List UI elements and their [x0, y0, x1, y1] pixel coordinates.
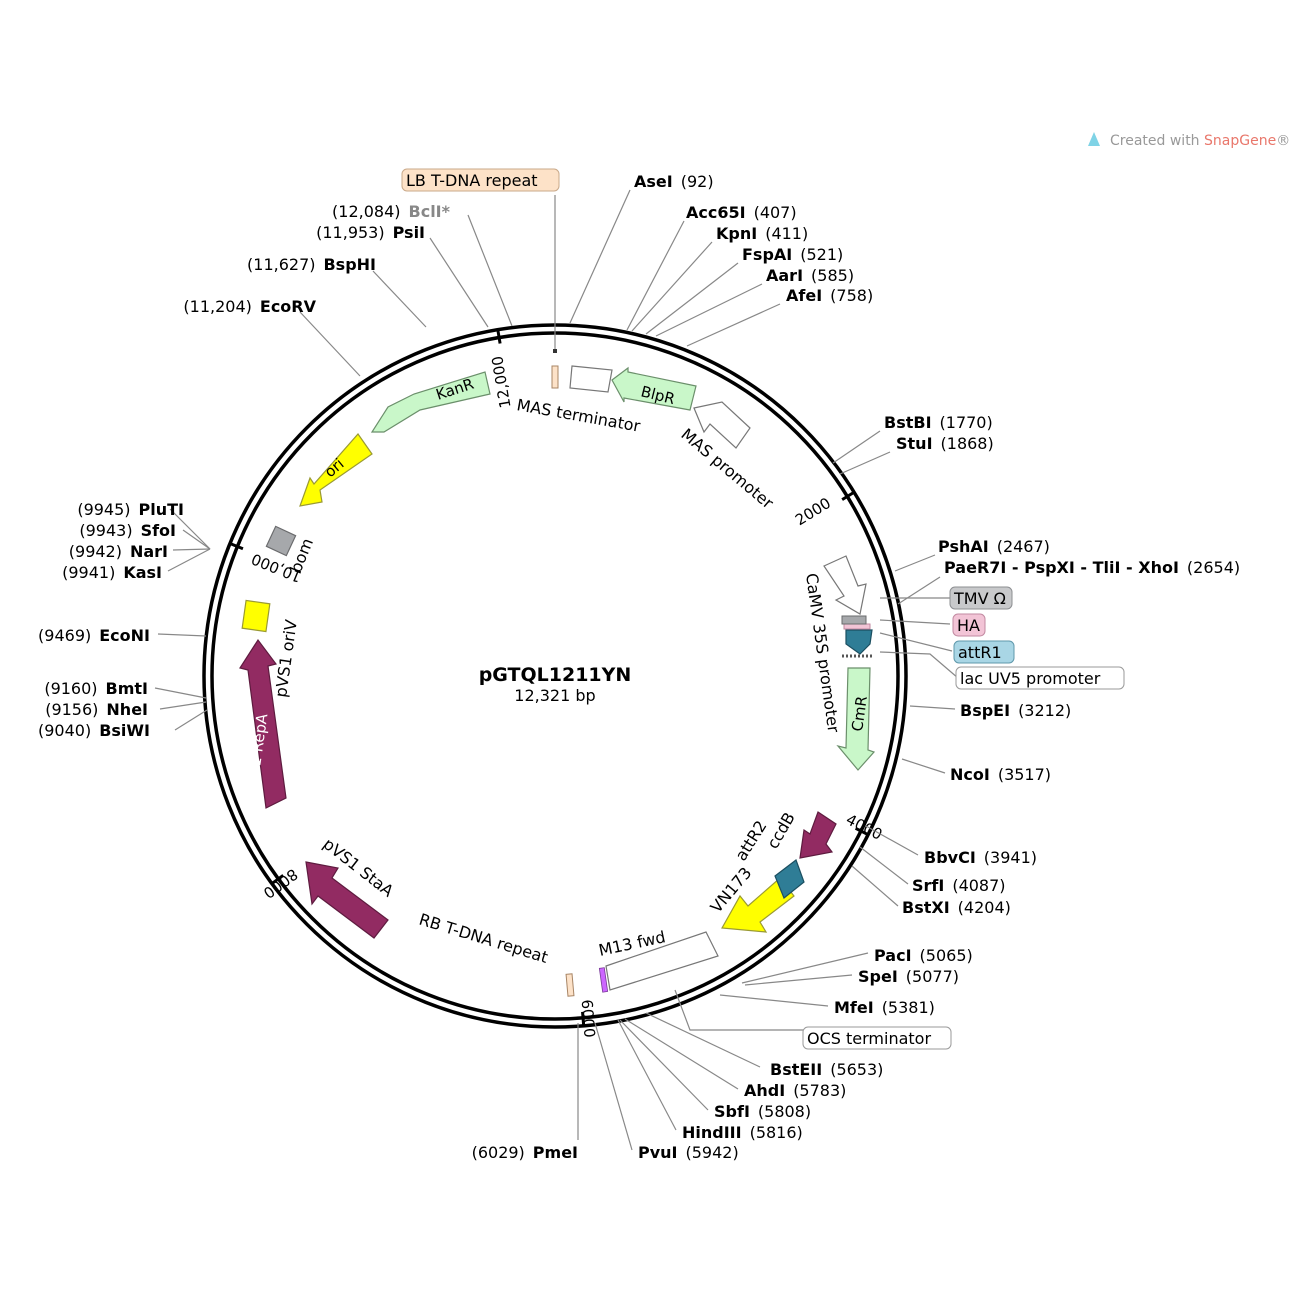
feature-cmr [836, 667, 876, 771]
site-hindiii: HindIII(5816) [682, 1123, 803, 1142]
features [239, 349, 876, 997]
snapgene-logo-icon [1088, 132, 1100, 146]
site-asei: AseI(92) [634, 172, 714, 191]
feature-mas-terminator [569, 365, 613, 393]
feature-pvs1-staa [305, 861, 389, 939]
label-cmr: CmR [848, 695, 871, 733]
site-psii: (11,953)PsiI [316, 223, 425, 242]
label-camv-35s: CaMV 35S promoter [802, 572, 843, 734]
site-bmti: (9160)BmtI [44, 679, 148, 698]
site-ahdi: AhdI(5783) [744, 1081, 846, 1100]
site-bcli: (12,084)BclI* [332, 202, 451, 221]
site-bbvci: BbvCI(3941) [924, 848, 1037, 867]
label-rb-tdna-repeat: RB T-DNA repeat [417, 910, 550, 967]
feature-mas-promoter [693, 401, 751, 449]
restriction-sites: AseI(92) Acc65I(407) KpnI(411) FspAI(521… [38, 172, 1240, 1162]
plasmid-size: 12,321 bp [514, 686, 595, 705]
tick-mark [271, 874, 285, 885]
feature-ori [299, 433, 373, 507]
site-bsphi: (11,627)BspHI [247, 255, 376, 274]
site-bsteii: BstEII(5653) [770, 1060, 883, 1079]
site-srfi: SrfI(4087) [912, 876, 1006, 895]
site-aari: AarI(585) [766, 266, 854, 285]
tmv-box: TMV Ω [949, 586, 1013, 610]
site-afei: AfeI(758) [786, 286, 873, 305]
feature-camv-35s [823, 555, 867, 615]
feature-bom [265, 525, 297, 557]
site-acc65i: Acc65I(407) [686, 203, 797, 222]
site-paci: PacI(5065) [874, 946, 973, 965]
site-sfoi: (9943)SfoI [79, 521, 176, 540]
feature-attr1 [845, 629, 873, 655]
svg-text:OCS terminator: OCS terminator [807, 1029, 931, 1048]
site-pvui: PvuI(5942) [638, 1143, 739, 1162]
site-pmei: (6029)PmeI [472, 1143, 578, 1162]
plasmid-name: pGTQL1211YN [479, 664, 632, 686]
site-kasi: (9941)KasI [62, 563, 162, 582]
leader-lines [154, 189, 959, 1151]
feature-ccdb [799, 811, 837, 859]
ocs-terminator-box: OCS terminator [802, 1026, 952, 1050]
site-nhei: (9156)NheI [45, 700, 148, 719]
feature-rb-tdna-repeat [565, 973, 575, 997]
svg-text:lac UV5 promoter: lac UV5 promoter [960, 669, 1101, 688]
svg-text:LB T-DNA repeat: LB T-DNA repeat [406, 171, 538, 190]
svg-text:TMV Ω: TMV Ω [953, 589, 1006, 608]
site-bstbi: BstBI(1770) [884, 413, 993, 432]
tick-mark [496, 329, 502, 344]
tick-label: 2000 [792, 494, 834, 529]
site-ncoi: NcoI(3517) [950, 765, 1051, 784]
feature-m13-fwd [598, 967, 609, 993]
svg-text:HA: HA [957, 616, 980, 635]
ha-box: HA [952, 613, 986, 637]
tick-label: 12,000 [488, 355, 514, 410]
lb-tdna-box: LB T-DNA repeat [401, 168, 560, 192]
label-pvs1-oriv: pVS1 oriV [271, 618, 301, 698]
feature-tmv [841, 615, 867, 625]
lac-uv5-box: lac UV5 promoter [955, 666, 1125, 690]
site-stui: StuI(1868) [896, 434, 994, 453]
site-econi: (9469)EcoNI [38, 626, 150, 645]
site-spei: SpeI(5077) [858, 967, 959, 986]
feature-blpr [611, 366, 697, 411]
site-pshai: PshAI(2467) [938, 537, 1050, 556]
credit: Created with SnapGene® [1088, 132, 1290, 149]
site-mfei: MfeI(5381) [834, 998, 935, 1017]
site-ecorv: (11,204)EcoRV [183, 297, 316, 316]
tick-mark [841, 490, 855, 501]
feature-lb-tdna-repeat [551, 365, 559, 389]
site-kpni: KpnI(411) [716, 224, 808, 243]
site-fspai: FspAI(521) [742, 245, 843, 264]
feature-kanr [370, 371, 491, 433]
feature-ocs-terminator [605, 931, 719, 991]
tick-mark [581, 1011, 586, 1026]
credit-text: Created with SnapGene® [1110, 133, 1290, 149]
tick-mark [229, 542, 244, 551]
attr1-box: attR1 [953, 640, 1015, 664]
site-pluti: (9945)PluTI [77, 500, 184, 519]
site-paer7i-group: PaeR7I - PspXI - TliI - XhoI(2654) [944, 558, 1240, 577]
svg-text:attR1: attR1 [958, 643, 1002, 662]
tick-label: 6000 [578, 999, 599, 1039]
site-bsiwi: (9040)BsiWI [38, 721, 150, 740]
site-nari: (9942)NarI [69, 542, 168, 561]
feature-lb-mark [553, 349, 557, 353]
site-sbfi: SbfI(5808) [714, 1102, 811, 1121]
site-bspei: BspEI(3212) [960, 701, 1071, 720]
feature-ha [843, 623, 871, 630]
tick-mark [854, 826, 869, 836]
feature-attr2 [774, 859, 805, 899]
site-bstxi: BstXI(4204) [902, 898, 1011, 917]
feature-pvs1-repa [239, 638, 287, 809]
feature-pvs1-oriv [241, 599, 271, 633]
boxed-labels: LB T-DNA repeat TMV Ω HA attR1 lac UV5 p… [401, 168, 1125, 1050]
